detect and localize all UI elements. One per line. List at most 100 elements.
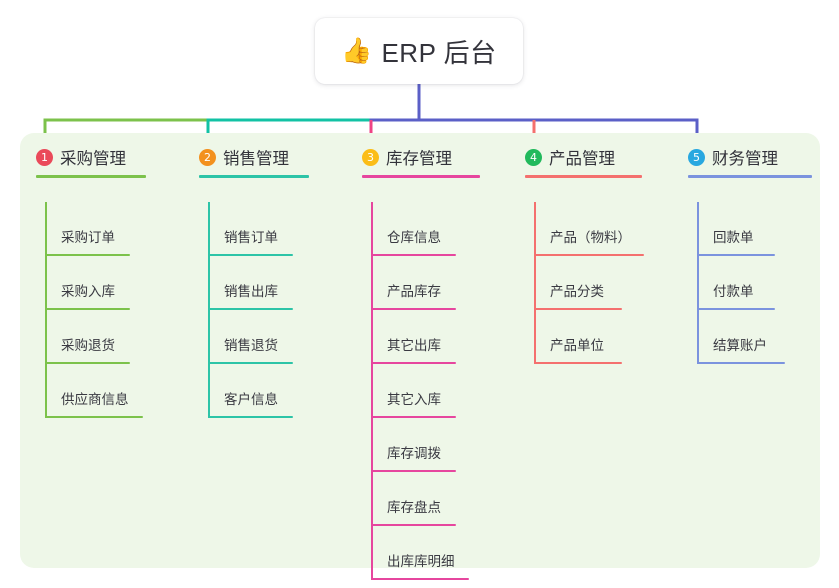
- branch-item-rule: [371, 308, 456, 310]
- branch-item[interactable]: 销售订单: [208, 202, 351, 256]
- branch-item-label: 销售出库: [224, 284, 278, 299]
- branch-column-1: 1 采购管理采购订单采购入库采购退货供应商信息: [28, 145, 188, 418]
- branch-item-rule: [534, 308, 622, 310]
- branch-item-rule: [371, 524, 456, 526]
- branch-item[interactable]: 库存盘点: [371, 472, 514, 526]
- branch-header-rule: [36, 175, 146, 178]
- branch-spine: [371, 202, 373, 580]
- branch-item-list: 产品（物料） 产品分类产品单位: [517, 202, 677, 364]
- branch-item[interactable]: 库存调拨: [371, 418, 514, 472]
- branch-item-label: 产品（物料）: [550, 230, 631, 245]
- branch-item-list: 回款单付款单结算账户: [680, 202, 839, 364]
- branch-item-rule: [534, 254, 644, 256]
- branch-item-rule: [208, 416, 293, 418]
- branch-item-label: 回款单: [713, 230, 754, 245]
- branch-item-rule: [208, 254, 293, 256]
- branch-spine: [45, 202, 47, 418]
- branch-header-1[interactable]: 1 采购管理: [28, 145, 188, 178]
- branch-item-label: 供应商信息: [61, 392, 129, 407]
- branch-item-label: 采购退货: [61, 338, 115, 353]
- branch-number-badge: 5: [688, 148, 705, 166]
- branch-item-label: 采购订单: [61, 230, 115, 245]
- branch-item[interactable]: 回款单: [697, 202, 839, 256]
- branch-column-2: 2 销售管理销售订单销售出库销售退货客户信息: [191, 145, 351, 418]
- branch-item-rule: [371, 578, 469, 580]
- branch-item-label: 出库库明细: [387, 554, 455, 569]
- branch-item-rule: [208, 362, 293, 364]
- branch-item-label: 销售退货: [224, 338, 278, 353]
- branch-number-badge: 1: [36, 148, 53, 166]
- branch-number-badge: 2: [199, 148, 216, 166]
- branch-number-badge: 4: [525, 148, 542, 166]
- branch-header-4[interactable]: 4 产品管理: [517, 145, 677, 178]
- branch-item-list: 销售订单销售出库销售退货客户信息: [191, 202, 351, 418]
- branch-item-rule: [371, 362, 456, 364]
- branch-item-label: 销售订单: [224, 230, 278, 245]
- branch-header-rule: [688, 175, 812, 178]
- branch-item-label: 其它出库: [387, 338, 441, 353]
- branch-item-label: 客户信息: [224, 392, 278, 407]
- branch-title: 财务管理: [712, 150, 778, 168]
- branch-item[interactable]: 供应商信息: [45, 364, 188, 418]
- root-title: ERP 后台: [381, 37, 497, 68]
- branch-item-label: 产品单位: [550, 338, 604, 353]
- branch-item[interactable]: 产品分类: [534, 256, 677, 310]
- branch-item[interactable]: 其它入库: [371, 364, 514, 418]
- branch-item-rule: [697, 254, 775, 256]
- branch-title: 采购管理: [60, 150, 126, 168]
- branch-spine: [534, 202, 536, 364]
- branch-item-rule: [371, 470, 456, 472]
- branch-column-3: 3 库存管理仓库信息产品库存其它出库其它入库库存调拨库存盘点出库库明细: [354, 145, 514, 580]
- branch-header-rule: [362, 175, 480, 178]
- branch-item-label: 库存盘点: [387, 500, 441, 515]
- branch-item[interactable]: 出库库明细: [371, 526, 514, 580]
- root-node[interactable]: 👍 ERP 后台: [315, 18, 523, 84]
- branch-item-rule: [45, 308, 130, 310]
- branch-item[interactable]: 销售出库: [208, 256, 351, 310]
- branch-number-badge: 3: [362, 148, 379, 166]
- branch-item-list: 采购订单采购入库采购退货供应商信息: [28, 202, 188, 418]
- branch-item-rule: [697, 308, 775, 310]
- branch-item[interactable]: 销售退货: [208, 310, 351, 364]
- branch-header-3[interactable]: 3 库存管理: [354, 145, 514, 178]
- branch-item-rule: [371, 254, 456, 256]
- branch-header-rule: [525, 175, 642, 178]
- branch-item-label: 产品分类: [550, 284, 604, 299]
- branch-item-label: 其它入库: [387, 392, 441, 407]
- branch-item-label: 采购入库: [61, 284, 115, 299]
- branch-column-5: 5 财务管理回款单付款单结算账户: [680, 145, 839, 364]
- branch-header-rule: [199, 175, 309, 178]
- branch-item[interactable]: 采购入库: [45, 256, 188, 310]
- branch-item[interactable]: 付款单: [697, 256, 839, 310]
- branch-header-2[interactable]: 2 销售管理: [191, 145, 351, 178]
- thumbs-up-icon: 👍: [341, 36, 373, 65]
- branch-item[interactable]: 结算账户: [697, 310, 839, 364]
- branch-item[interactable]: 采购退货: [45, 310, 188, 364]
- branch-item[interactable]: 采购订单: [45, 202, 188, 256]
- branch-item-label: 库存调拨: [387, 446, 441, 461]
- branch-spine: [208, 202, 210, 418]
- branch-item[interactable]: 产品库存: [371, 256, 514, 310]
- branch-item[interactable]: 产品（物料）: [534, 202, 677, 256]
- branch-item-label: 产品库存: [387, 284, 441, 299]
- branch-column-4: 4 产品管理产品（物料） 产品分类产品单位: [517, 145, 677, 364]
- branches-panel: [20, 133, 820, 568]
- branch-item-rule: [534, 362, 622, 364]
- branch-item-label: 仓库信息: [387, 230, 441, 245]
- branch-item-rule: [45, 416, 143, 418]
- branch-item-rule: [208, 308, 293, 310]
- branch-item[interactable]: 其它出库: [371, 310, 514, 364]
- branch-title: 销售管理: [223, 150, 289, 168]
- branch-item[interactable]: 客户信息: [208, 364, 351, 418]
- branch-item-rule: [697, 362, 785, 364]
- branch-item-list: 仓库信息产品库存其它出库其它入库库存调拨库存盘点出库库明细: [354, 202, 514, 580]
- branch-header-5[interactable]: 5 财务管理: [680, 145, 839, 178]
- branch-item[interactable]: 产品单位: [534, 310, 677, 364]
- branch-item-label: 付款单: [713, 284, 754, 299]
- branch-item-rule: [45, 254, 130, 256]
- branch-title: 库存管理: [386, 150, 452, 168]
- branch-item[interactable]: 仓库信息: [371, 202, 514, 256]
- branch-spine: [697, 202, 699, 364]
- branch-title: 产品管理: [549, 150, 615, 168]
